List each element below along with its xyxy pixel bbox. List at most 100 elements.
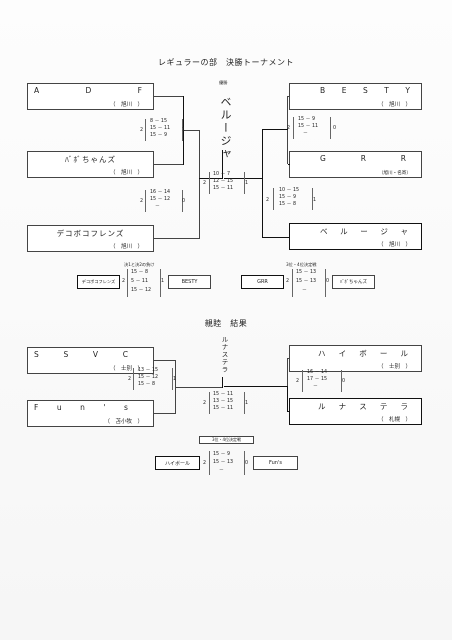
score-total-a: 2 [203,181,207,186]
set-score: 8 － 15 [150,119,168,124]
score-total-a: 2 [203,401,207,406]
friendly-champion: ルナステラ [220,336,228,374]
placement-team-a: デコボコフレンズ [77,275,120,289]
team-location: （旭川・名寄） [378,171,411,176]
set-score: 15 － 11 [298,124,319,129]
team-location: （ 士別 ） [109,366,143,372]
set-score: － [313,384,318,389]
champion-name: ベルージャ [219,96,232,161]
set-score: 15 － 9 [150,133,168,138]
score-total-a: 2 [140,199,144,204]
score-total-b: 1 [313,198,317,203]
set-score: 16 － 14 [307,370,328,375]
placement-team-b: ﾊﾞﾎﾞちゃんズ [332,275,375,289]
score-total-a: 2 [122,279,126,284]
team-name: ルナステラ [318,402,411,411]
set-score: 15 － 8 [131,270,149,275]
team-location: （ 士別 ） [377,364,411,370]
friendly-placement-label: 3位・4位決定戦 [199,436,254,444]
set-score: 15 － 9 [213,452,231,457]
score-total-a: 2 [203,461,207,466]
team-location: （ 苫小牧 ） [104,419,143,425]
score-total-b: 0 [245,461,249,466]
set-score: － [303,131,308,136]
set-score: － [219,468,224,473]
set-score: 15 － 8 [138,382,156,387]
team-location: （ 旭川 ） [109,170,143,176]
team-location: （ 旭川 ） [109,244,143,250]
set-score: 15 － 11 [213,392,234,397]
set-score: 15 － 13 [213,460,234,465]
set-score: 15 － 11 [150,126,171,131]
placement-team-b: Fun's [253,456,298,470]
score-total-a: 2 [296,379,300,384]
score-total-b: 1 [161,279,165,284]
set-score: 12 － 15 [213,179,234,184]
set-score: 10 － 7 [213,172,231,177]
score-total-a: 2 [286,279,290,284]
set-score: 16 － 14 [150,190,171,195]
team-name: ハイボール [318,349,411,358]
score-total-b: 1 [245,181,249,186]
set-score: 15 － 12 [131,288,152,293]
score-total-a: 2 [140,128,144,133]
placement-label-left: 決1と決2の負け [124,262,155,267]
placement-team-a: GRR [241,275,284,289]
set-score: 17 － 15 [307,377,328,382]
set-score: 15 － 11 [213,406,234,411]
friendly-title: 親睦 結果 [204,319,248,328]
team-box-lunastella: ルナステラ （ 札幌 ） [289,398,422,425]
set-score: 15 － 11 [213,186,234,191]
set-score: － [302,288,307,293]
team-location: （ 札幌 ） [377,417,411,423]
team-location: （ 旭川 ） [109,102,143,108]
team-location: （ 旭川 ） [377,242,411,248]
score-total-b: 0 [326,279,330,284]
set-score: 15 － 13 [296,279,317,284]
team-box-beruja: ベルージャ （ 旭川 ） [289,223,422,250]
score-total-b: 1 [245,401,249,406]
set-score: － [155,204,160,209]
score-total-b: 0 [182,199,186,204]
set-score: 15 － 8 [279,202,297,207]
set-score: 15 － 9 [279,195,297,200]
team-name: ベルージャ [320,227,411,236]
set-score: 10 － 15 [279,188,300,193]
team-location: （ 旭川 ） [377,102,411,108]
placement-team-b: BESTY [168,275,211,289]
placement-label-right: 3位・4位決定戦 [286,262,317,267]
set-score: 13 － 15 [138,368,159,373]
placement-team-a: ハイボール [155,456,200,470]
score-total-b: 1 [173,377,177,382]
set-score: 15 － 13 [296,270,317,275]
team-name: デコボコフレンズ [56,229,125,238]
score-total-a: 2 [287,126,291,131]
team-box-dekoboko: デコボコフレンズ （ 旭川 ） [27,225,154,252]
score-total-a: 2 [128,377,132,382]
score-total-b: 0 [333,126,337,131]
set-score: 15 － 12 [138,375,159,380]
page-title: レギュラーの部 決勝トーナメント [158,58,294,67]
set-score: 15 － 9 [298,117,316,122]
team-box-highball: ハイボール （ 士別 ） [289,345,422,372]
score-total-a: 2 [266,198,270,203]
set-score: 15 － 12 [150,197,171,202]
set-score: 5 － 11 [131,279,149,284]
set-score: 13 － 15 [213,399,234,404]
score-total-b: 1 [182,128,186,133]
team-name: ﾊﾞﾎﾞちゃんズ [65,155,116,164]
team-box-nasachans: ﾊﾞﾎﾞちゃんズ （ 旭川 ） [27,151,154,178]
champion-label: 優勝 [219,80,228,85]
score-total-b: 0 [342,379,346,384]
